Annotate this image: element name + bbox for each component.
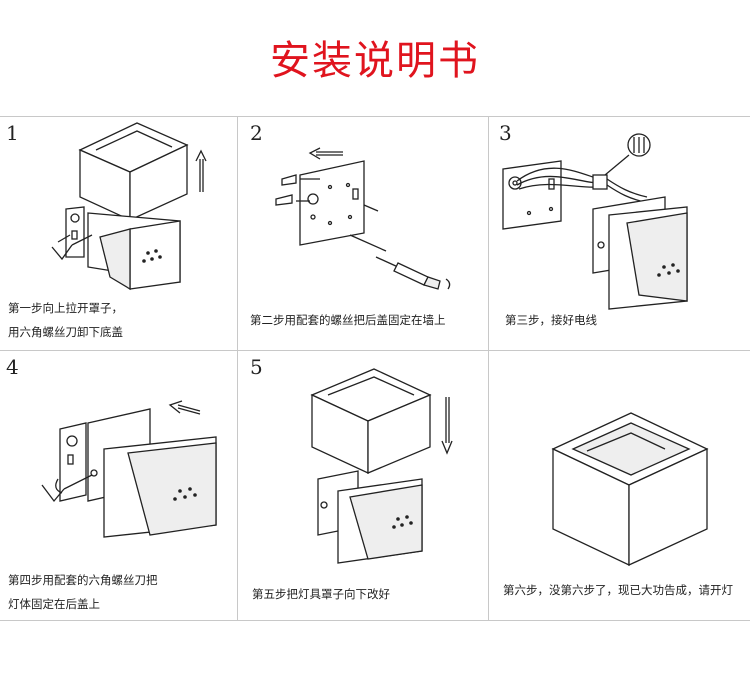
step-6-illustration — [551, 412, 709, 567]
step-4-caption-line1: 第四步用配套的六角螺丝刀把 — [8, 573, 158, 587]
step-1-panel: 1 第一步向上拉开罩子， 用六角螺丝刀卸下底盖 — [0, 117, 237, 350]
step-1-number: 1 — [6, 121, 19, 145]
step-2-number: 2 — [250, 121, 263, 145]
page-title: 安装说明书 — [270, 38, 480, 84]
step-3-illustration — [502, 133, 688, 310]
step-5-caption-line1: 第五步把灯具罩子向下改好 — [252, 587, 390, 601]
step-4-illustration — [41, 400, 217, 538]
grid-line-middle — [0, 350, 750, 351]
step-4-caption-line2: 灯体固定在后盖上 — [8, 597, 100, 611]
step-2-panel: 2 第二步用配套的螺丝把后盖固定在墙上 — [238, 117, 488, 350]
step-2-caption-line1: 第二步用配套的螺丝把后盖固定在墙上 — [250, 313, 446, 327]
step-6-panel: 第六步，没第六步了，现已大功告成，请开灯 — [489, 351, 750, 620]
step-6-caption-line1: 第六步，没第六步了，现已大功告成，请开灯 — [503, 583, 733, 597]
grid-line-bottom — [0, 620, 750, 621]
grid-line-col2 — [488, 116, 489, 620]
step-1-caption-line1: 第一步向上拉开罩子， — [8, 301, 123, 315]
grid-line-col1 — [237, 116, 238, 620]
step-5-panel: 5 第五步把灯具罩子向下改好 — [238, 351, 488, 620]
step-1-illustration — [51, 122, 207, 291]
step-3-panel: 3 第三步，接好电线 — [489, 117, 750, 350]
step-5-illustration — [310, 368, 453, 564]
step-2-illustration — [275, 147, 451, 290]
step-3-number: 3 — [499, 121, 512, 145]
step-5-number: 5 — [250, 355, 263, 379]
grid-line-top — [0, 116, 750, 117]
step-1-caption-line2: 用六角螺丝刀卸下底盖 — [8, 325, 123, 339]
step-3-caption-line1: 第三步，接好电线 — [505, 313, 597, 327]
step-4-number: 4 — [6, 355, 19, 379]
step-4-panel: 4 第四步用配套的六角螺丝刀把 灯体固定在后盖上 — [0, 351, 237, 620]
